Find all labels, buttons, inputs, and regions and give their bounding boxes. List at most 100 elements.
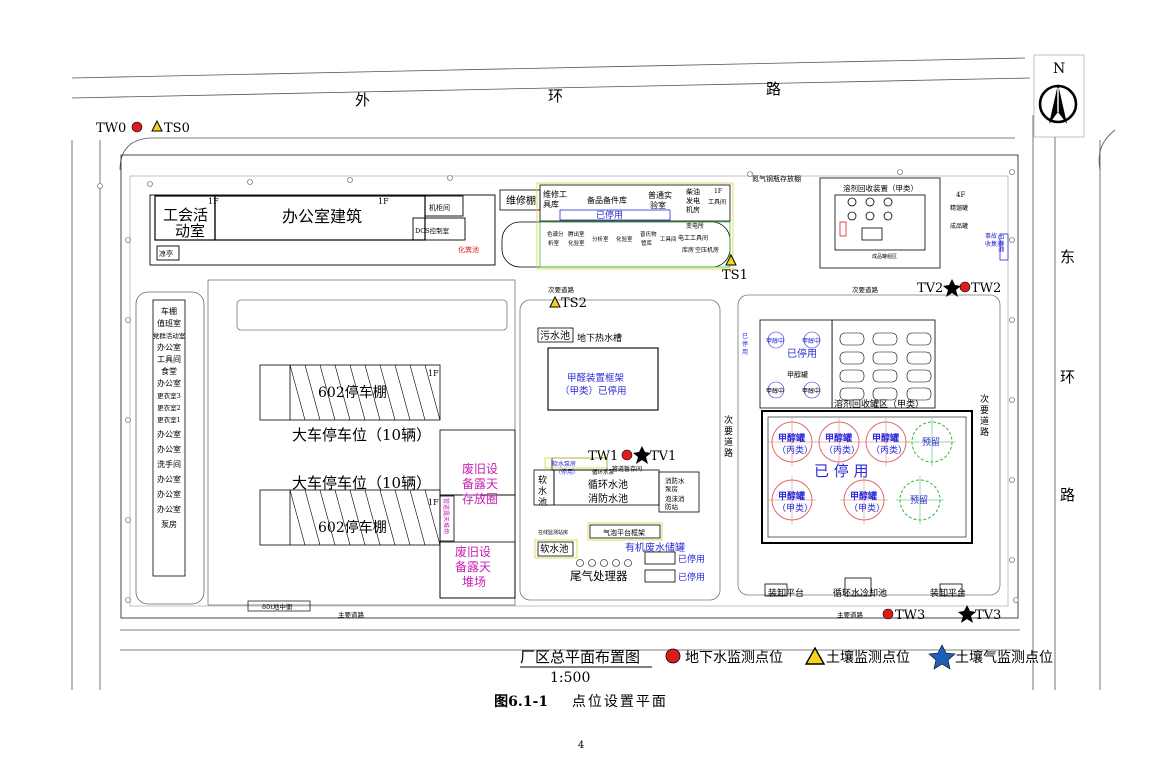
left-room-7: 更衣室3 [157, 391, 181, 400]
label-tw2: TW2 [971, 281, 1001, 296]
online-monitor: 在线监测站房 [538, 529, 568, 536]
room-e: 普氏物 [640, 230, 657, 238]
waste-circle-1: 废旧设 [462, 461, 498, 476]
power-room: 变电所 [686, 222, 704, 230]
sec-road-e-1: 次 [980, 393, 989, 405]
left-room-1: 值班室 [157, 318, 181, 328]
secondary-road-1: 次要道路 [548, 285, 575, 294]
room-b: 腾出室 [568, 230, 585, 238]
small-tanks-left [767, 331, 821, 399]
circ-pool-2: 消防水池 [588, 492, 628, 505]
lab-yellow-outline [536, 182, 734, 270]
product-area: 成品罐组区 [872, 253, 897, 260]
tank-c-1b: （丙类） [777, 444, 813, 456]
groundwater-point-tw0 [131, 121, 143, 133]
north-arrow-icon: N [1033, 54, 1085, 138]
accident-pool: 事故 [985, 232, 997, 240]
groundwater-points [131, 121, 971, 620]
soft-pump-2: （停用） [555, 468, 579, 476]
fence-posts [97, 169, 1019, 603]
diesel-2: 发电 [686, 196, 700, 205]
room-a: 色谱分 [547, 230, 564, 238]
left-room-15: 办公室 [157, 504, 181, 514]
lab-1: 普通实 [648, 190, 672, 200]
solvent-recovery-unit: 溶剂回收装置（甲类） [843, 183, 918, 193]
waste-circle-2: 备露天 [462, 477, 498, 491]
left-room-6: 办公室 [157, 378, 181, 388]
fine-tank: 精馏罐 [950, 204, 968, 212]
accident-disused: 已停用 [997, 234, 1005, 252]
figure-title: 点位设置平面 [571, 694, 668, 710]
four-floor: 4F [956, 191, 965, 199]
soft-pool-2: 水 [538, 485, 547, 497]
pipe-storage: 管道暂存间 [612, 465, 642, 473]
tank-a-2b: （甲类） [849, 502, 885, 514]
east-road-label-1: 东 [1060, 248, 1075, 266]
sec-road-e-3: 道 [980, 415, 989, 427]
shed-602-bottom: 602停车棚 [318, 519, 387, 536]
room-a2: 析室 [548, 239, 560, 247]
loading-platform-2: 装卸平台 [930, 587, 966, 599]
shed-floor-top: 1F [428, 369, 439, 378]
cabinet-room: 机柜间 [429, 203, 450, 212]
methanol-small-1: 甲醇中 [766, 337, 784, 345]
room-c: 分析室 [592, 235, 609, 243]
office-floor: 1F [378, 197, 389, 206]
waste-circle-3: 存放圈 [462, 491, 498, 506]
central-area [519, 299, 721, 601]
legend-title: 厂区总平面布置图 [520, 648, 640, 666]
north-label: N [1053, 61, 1065, 77]
circ-cooling: 循环水冷却池 [833, 587, 887, 599]
left-room-12: 洗手间 [157, 459, 181, 469]
soft-pool-3: 池 [538, 496, 547, 508]
sec-road-v-4: 路 [724, 447, 733, 459]
soft-pump-1: 软水泵房 [552, 460, 576, 468]
left-room-2: 党群活动室 [153, 331, 186, 340]
loading-platform-1: 装卸平台 [768, 587, 804, 599]
parking-area [207, 279, 516, 606]
office-zone [149, 194, 496, 266]
foam-1: 泡沫消 [665, 494, 685, 503]
sewage-pool: 污水池 [540, 329, 570, 342]
tool-room: 工具间 [708, 198, 726, 206]
room-d: 化验室 [616, 235, 633, 243]
organic-disused-2: 已停用 [678, 571, 705, 583]
pipe-yard: 管道露天堆场 [442, 498, 450, 534]
tank-a-2a: 甲醇罐 [850, 490, 877, 502]
soil-points [151, 119, 737, 308]
tool-store-2: 具库 [543, 199, 559, 209]
organic-disused-1: 已停用 [678, 553, 705, 565]
legend-groundwater: 地下水监测点位 [685, 650, 783, 666]
left-room-list: 车棚值班室党群活动室办公室工具间食堂办公室更衣室3更衣室2更衣室1办公室办公室洗… [153, 306, 186, 529]
tail-gas-circles [576, 559, 632, 567]
page-number: 4 [577, 740, 585, 751]
room-e2: 管库 [641, 239, 653, 247]
union-floor: 1F [208, 197, 219, 206]
circ-pool-1: 循环水池 [588, 478, 628, 491]
left-room-14: 办公室 [157, 489, 181, 499]
large-tanks [768, 418, 956, 524]
tank-c-3b: （丙类） [871, 444, 907, 456]
reserved-2: 预留 [910, 494, 928, 506]
left-disused-3: 用 [742, 349, 748, 356]
figure-caption: 图6.1-1 点位设置平面 [0, 691, 1162, 711]
left-room-3: 办公室 [157, 342, 181, 352]
waste-yard-2: 备露天 [455, 560, 491, 574]
label-tw0: TW0 [96, 121, 126, 136]
tank-a-1b: （甲类） [777, 502, 813, 514]
label-ts1: TS1 [722, 268, 748, 283]
gas-frame: 气泡平台框架 [603, 528, 645, 537]
tank-c-1a: 甲醇罐 [778, 432, 805, 444]
sec-road-v-1: 次 [724, 414, 733, 426]
diesel-1: 柴油 [686, 187, 700, 196]
union-room-line2: 动室 [175, 222, 205, 240]
soil-gas-point-tv2 [943, 279, 961, 297]
groundwater-point-tw2 [959, 281, 971, 293]
label-ts2: TS2 [561, 296, 587, 311]
left-room-0: 车棚 [161, 306, 177, 316]
legend-scale: 1:500 [550, 670, 590, 686]
fire-pump-1: 消防水 [665, 476, 685, 485]
soil-point-ts2 [549, 295, 561, 308]
secondary-road-2: 次要道路 [852, 285, 879, 294]
